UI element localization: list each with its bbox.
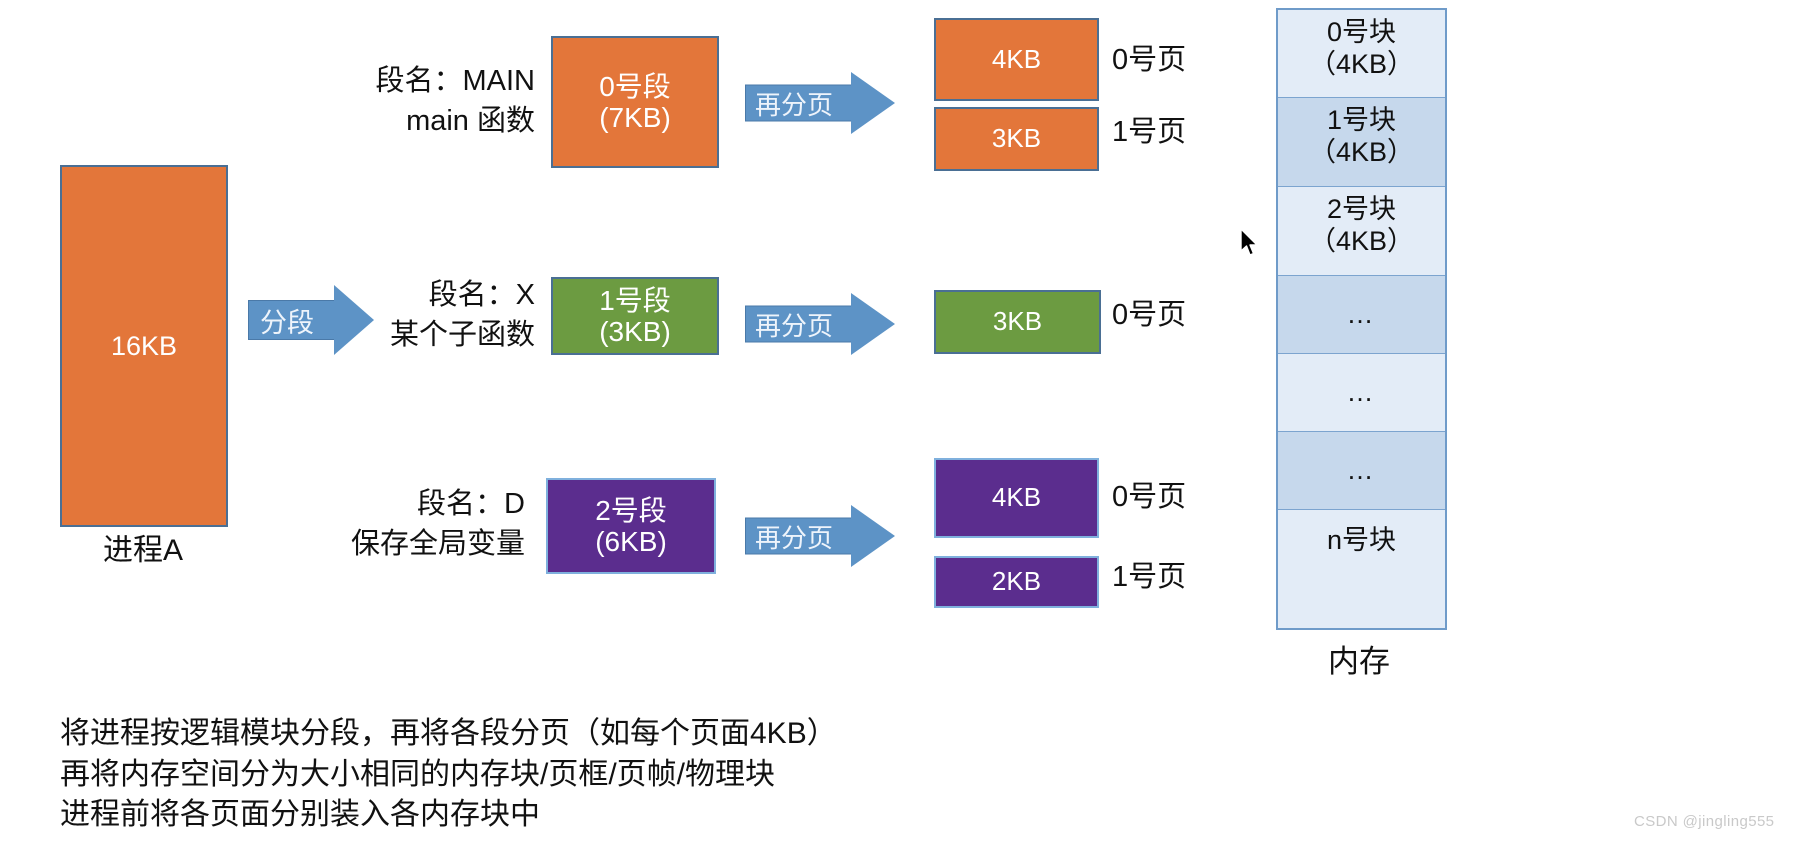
segment-0-page-1-label: 1号页 [1112,116,1187,148]
segment-2-repage-arrow-label: 再分页 [755,522,834,553]
segment-1-page-0-size: 3KB [992,306,1043,337]
memory-cell: 0号块 （4KB） [1278,10,1445,98]
segment-2-block: 2号段 (6KB) [546,478,716,574]
memory-cell: 1号块 （4KB） [1278,98,1445,187]
segment-arrow: 分段 [248,285,374,355]
segment-0-repage-arrow: 再分页 [745,72,895,134]
segment-0-repage-arrow-head [851,72,895,134]
segment-1-repage-arrow-label: 再分页 [755,310,834,341]
segment-2-repage-arrow-head [851,505,895,567]
segment-1-name-line1: 段名：X [428,279,535,311]
process-a-caption: 进程A [103,534,184,567]
segment-0-page-0-label: 0号页 [1112,44,1187,76]
memory-cell: … [1278,354,1445,432]
process-a-box: 16KB [60,165,228,527]
segment-2-page-1-block: 2KB [934,556,1099,608]
memory-cell-line1: … [1346,299,1377,330]
memory-cell-line2: （4KB） [1308,137,1415,168]
segment-1-block-line2: (3KB) [599,316,671,347]
memory-cell: … [1278,276,1445,354]
segment-1-block: 1号段 (3KB) [551,277,719,355]
memory-cell-line1: … [1346,377,1377,408]
segment-2-repage-arrow-shaft [745,517,853,555]
segment-0-name-line1: 段名：MAIN [375,65,535,97]
segment-0-page-1-block: 3KB [934,107,1099,171]
segment-arrow-label: 分段 [260,307,314,338]
segment-1-repage-arrow: 再分页 [745,293,895,355]
segment-arrow-head [334,285,374,355]
diagram-caption: 将进程按逻辑模块分段，再将各段分页（如每个页面4KB） 再将内存空间分为大小相同… [60,717,837,831]
segment-0-page-1-size: 3KB [991,123,1042,154]
process-a-size-label: 16KB [110,330,178,361]
segment-2-page-0-label: 0号页 [1112,481,1187,513]
segment-0-name-line2: main 函数 [406,105,535,137]
cursor-arrow-icon [1240,228,1258,256]
segment-0-block: 0号段 (7KB) [551,36,719,168]
segment-1-block-line1: 1号段 [599,284,671,316]
segment-2-block-line1: 2号段 [595,494,667,526]
segment-2-name-line1: 段名：D [417,488,525,520]
memory-cell-line2: （4KB） [1308,226,1415,257]
memory-cell-line1: … [1346,455,1377,486]
memory-cell-line1: 2号块 [1326,194,1397,224]
mouse-cursor [1240,228,1262,263]
segment-1-name-line2: 某个子函数 [389,319,535,351]
segment-2-page-1-label: 1号页 [1112,561,1187,593]
segment-2-page-0-block: 4KB [934,458,1099,538]
segment-1-page-0-block: 3KB [934,290,1101,354]
csdn-watermark: CSDN @jingling555 [1634,813,1775,830]
segment-1-page-0-label: 0号页 [1112,299,1187,331]
memory-cell-line2: （4KB） [1308,49,1415,80]
segment-0-repage-arrow-label: 再分页 [755,89,834,120]
memory-cell: n号块 [1278,510,1445,628]
segment-2-block-line2: (6KB) [595,526,667,557]
segment-2-page-1-size: 2KB [991,566,1042,597]
memory-cell: … [1278,432,1445,510]
segment-2-name-line2: 保存全局变量 [350,528,525,560]
segment-1-repage-arrow-head [851,293,895,355]
memory-cell: 2号块 （4KB） [1278,187,1445,276]
segment-arrow-shaft [248,300,336,340]
memory-cell-line1: 0号块 [1326,17,1397,47]
memory-cell-line1: n号块 [1326,525,1397,555]
segment-0-block-line1: 0号段 [599,70,671,102]
segment-2-page-0-size: 4KB [991,482,1042,513]
memory-column: 0号块 （4KB） 1号块 （4KB） 2号块 （4KB） … … … n号块 [1276,8,1447,630]
segment-0-page-0-block: 4KB [934,18,1099,101]
segment-0-block-line2: (7KB) [599,102,671,133]
segment-2-repage-arrow: 再分页 [745,505,895,567]
segment-0-page-0-size: 4KB [991,43,1042,74]
memory-cell-line1: 1号块 [1326,105,1397,135]
memory-column-title: 内存 [1328,644,1390,679]
